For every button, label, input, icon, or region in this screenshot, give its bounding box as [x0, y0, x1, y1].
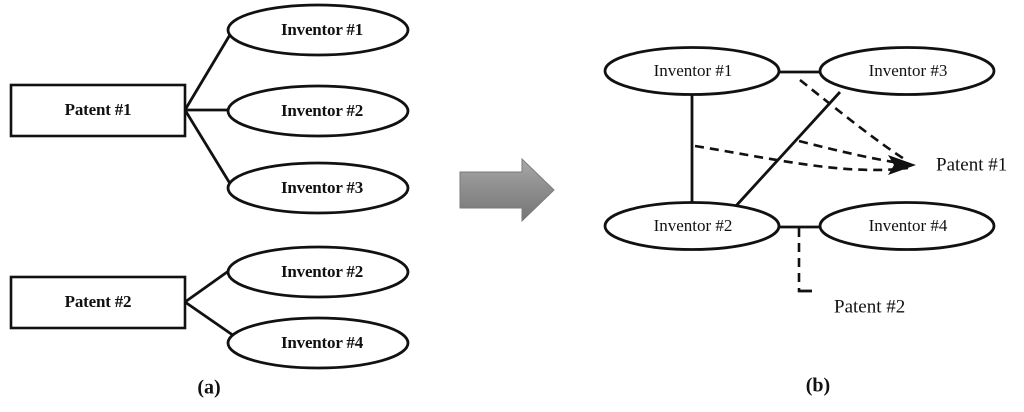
node-a-inventor-2[interactable]: Inventor #2 — [226, 84, 410, 138]
node-b-inventor-1[interactable]: Inventor #1 — [603, 46, 781, 96]
panel-b: Inventor #1 Inventor #3 Inventor #2 Inve… — [603, 46, 1007, 397]
edge-patent1-inventor3 — [183, 109, 239, 196]
node-a-inventor-1[interactable]: Inventor #1 — [226, 3, 410, 57]
b-inventor-4-label: Inventor #4 — [869, 216, 948, 235]
edge-patent2-inventor4 — [184, 300, 238, 340]
b-inventor-1-ellipse[interactable] — [603, 46, 781, 96]
inventor-2-label: Inventor #2 — [281, 101, 363, 120]
b-patent-1-annotation: Patent #1 — [936, 154, 1007, 175]
node-b-inventor-3[interactable]: Inventor #3 — [818, 46, 996, 96]
b-inventor-1-label: Inventor #1 — [654, 61, 733, 80]
panel-b-callouts-patent1 — [694, 78, 916, 175]
inventor-4-ellipse[interactable] — [226, 316, 410, 370]
inventor-2b-label: Inventor #2 — [281, 262, 363, 281]
inventor-4-label: Inventor #4 — [281, 333, 364, 352]
b-inventor-3-ellipse[interactable] — [818, 46, 996, 96]
inventor-1-label: Inventor #1 — [281, 20, 363, 39]
b-inventor-2-label: Inventor #2 — [654, 216, 733, 235]
b-inventor-3-label: Inventor #3 — [869, 61, 948, 80]
edge-patent1-inventor1 — [183, 22, 239, 111]
inventor-1-ellipse[interactable] — [226, 3, 410, 57]
patent-1-box[interactable] — [9, 83, 187, 138]
patent-1-label: Patent #1 — [65, 100, 132, 119]
node-a-inventor-3[interactable]: Inventor #3 — [226, 161, 410, 215]
node-a-inventor-2b[interactable]: Inventor #2 — [226, 245, 410, 299]
panel-b-callout-patent2 — [797, 228, 812, 293]
node-patent-1[interactable]: Patent #1 — [9, 83, 187, 138]
b-inventor-4-ellipse[interactable] — [818, 201, 996, 251]
panel-a-caption: (a) — [197, 377, 220, 399]
transform-arrow-icon — [459, 157, 555, 223]
inventor-3-label: Inventor #3 — [281, 178, 363, 197]
panel-b-edges — [690, 70, 842, 229]
inventor-2-ellipse[interactable] — [226, 84, 410, 138]
inventor-3-ellipse[interactable] — [226, 161, 410, 215]
edge-b-inventor3-inventor2 — [733, 91, 842, 208]
node-patent-2[interactable]: Patent #2 — [9, 275, 187, 330]
callout-edge12-to-patent1 — [694, 144, 909, 172]
panel-a-edges-patent1 — [183, 22, 239, 196]
patent-2-box[interactable] — [9, 275, 187, 330]
inventor-2b-ellipse[interactable] — [226, 245, 410, 299]
callout-arrowhead-patent1 — [888, 155, 916, 175]
node-a-inventor-4[interactable]: Inventor #4 — [226, 316, 410, 370]
b-inventor-2-ellipse[interactable] — [603, 201, 781, 251]
callout-edge13-to-patent1 — [799, 78, 907, 162]
panel-a: Patent #1 Patent #2 Inventor #1 Inventor… — [9, 3, 410, 399]
callout-edge32-to-patent1 — [798, 139, 907, 166]
node-b-inventor-2[interactable]: Inventor #2 — [603, 201, 781, 251]
panel-b-caption: (b) — [806, 375, 830, 397]
b-patent-2-annotation: Patent #2 — [834, 296, 905, 317]
node-b-inventor-4[interactable]: Inventor #4 — [818, 201, 996, 251]
patent-2-label: Patent #2 — [65, 292, 132, 311]
